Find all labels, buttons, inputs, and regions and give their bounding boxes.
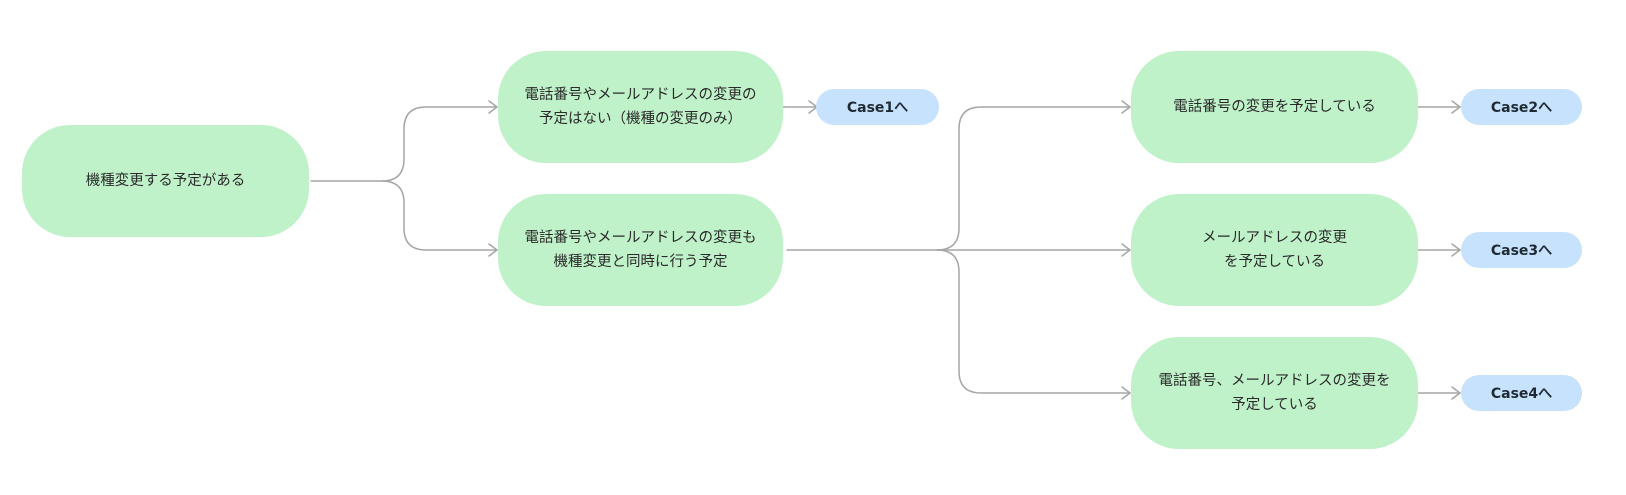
arrowhead-with-change (488, 243, 498, 257)
arrowhead-case2 (1451, 100, 1461, 114)
case2-link[interactable]: Case2へ (1461, 89, 1582, 125)
node-with-change: 電話番号やメールアドレスの変更も 機種変更と同時に行う予定 (498, 194, 783, 306)
case3-label: Case3へ (1490, 243, 1553, 259)
arrowhead-both-change (1121, 386, 1131, 400)
arrowhead-no-change (488, 100, 498, 114)
case2-label: Case2へ (1490, 100, 1553, 116)
arrowhead-email-change (1121, 243, 1131, 257)
node-no-change-label: 電話番号やメールアドレスの変更の 予定はない（機種の変更のみ） (524, 87, 757, 127)
node-root: 機種変更する予定がある (22, 125, 309, 237)
connector-to-both-change (936, 249, 1131, 394)
arrowhead-phone-change (1121, 100, 1131, 114)
node-no-change: 電話番号やメールアドレスの変更の 予定はない（機種の変更のみ） (498, 51, 783, 163)
connector-root-to-with-change (381, 180, 498, 251)
node-email-change-label: メールアドレスの変更 を予定している (1202, 230, 1347, 270)
arrowhead-case3 (1451, 243, 1461, 257)
connector-to-phone-change (936, 106, 1131, 251)
node-both-change-label: 電話番号、メールアドレスの変更を 予定している (1158, 373, 1391, 413)
case1-label: Case1へ (846, 100, 909, 116)
node-both-change: 電話番号、メールアドレスの変更を 予定している (1131, 337, 1418, 449)
case4-link[interactable]: Case4へ (1461, 375, 1582, 411)
node-phone-change-label: 電話番号の変更を予定している (1173, 99, 1376, 115)
node-email-change: メールアドレスの変更 を予定している (1131, 194, 1418, 306)
case4-label: Case4へ (1490, 386, 1553, 402)
arrowhead-case4 (1451, 386, 1461, 400)
node-phone-change: 電話番号の変更を予定している (1131, 51, 1418, 163)
case3-link[interactable]: Case3へ (1461, 232, 1582, 268)
node-with-change-label: 電話番号やメールアドレスの変更も 機種変更と同時に行う予定 (524, 230, 757, 270)
connector-root-to-no-change (310, 106, 498, 182)
case1-link[interactable]: Case1へ (816, 89, 939, 125)
node-root-label: 機種変更する予定がある (85, 173, 246, 189)
